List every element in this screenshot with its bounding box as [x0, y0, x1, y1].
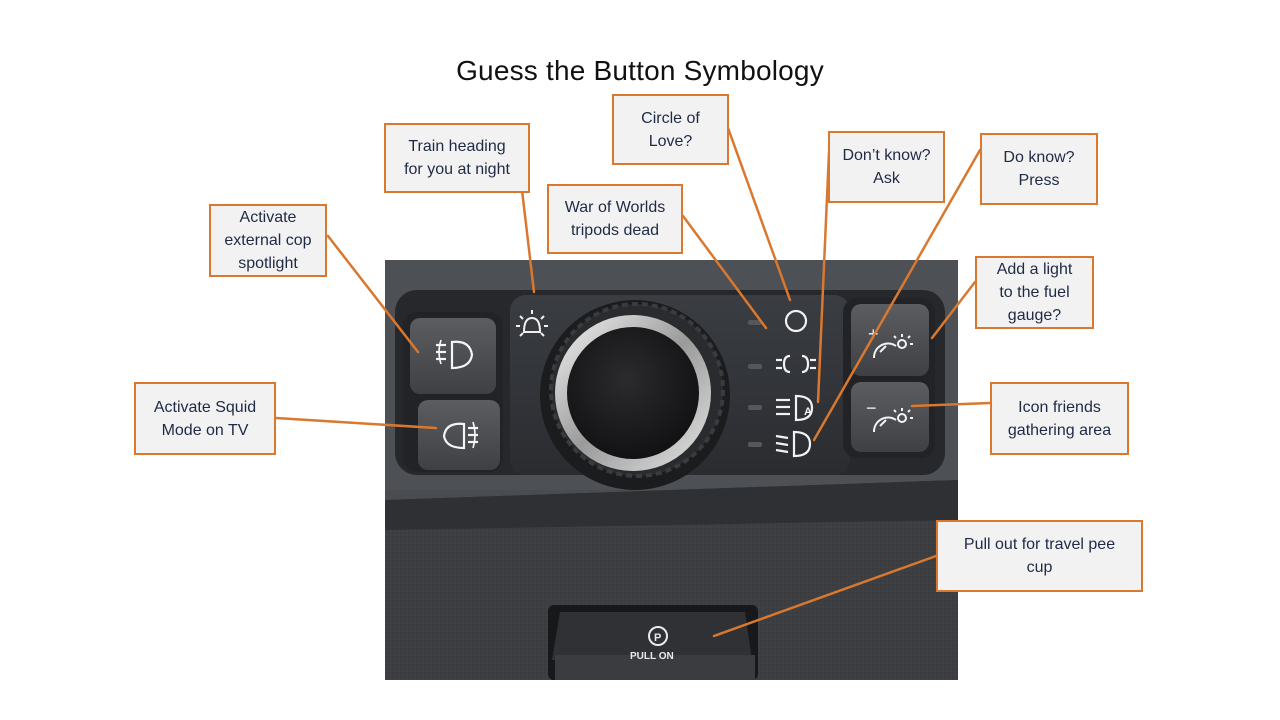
callout-text: Activate external cop spotlight: [224, 209, 312, 272]
callout-icon-friends: Icon friends gathering area: [990, 382, 1129, 455]
parking-brake-icon: [648, 626, 668, 646]
leader-circle-of-love: [726, 126, 792, 302]
leader-train: [520, 188, 536, 294]
interior-light-icon: [516, 310, 548, 337]
callout-do-know: Do know? Press: [980, 133, 1098, 205]
page-title: Guess the Button Symbology: [456, 55, 824, 86]
dimmer-up-icon: [872, 334, 913, 359]
rear-fog-button[interactable]: [418, 400, 500, 470]
callout-dont-know: Don’t know? Ask: [828, 131, 945, 203]
lower-console: [385, 480, 958, 680]
callout-text: Icon friends gathering area: [1007, 398, 1112, 439]
svg-text:A: A: [804, 406, 812, 418]
parking-brake-symbol: P: [654, 632, 661, 644]
callout-text: Do know? Press: [1003, 149, 1075, 189]
callout-pee-cup: Pull out for travel pee cup: [936, 520, 1143, 592]
leader-icon-friends: [910, 401, 992, 408]
leader-cop-spotlight: [326, 234, 420, 354]
dimmer-down-icon: [872, 408, 913, 433]
low-beam-icon: [775, 430, 812, 458]
callout-text: War of Worlds tripods dead: [564, 199, 666, 239]
leader-war-of-worlds: [681, 214, 768, 330]
parking-brake-switch[interactable]: P PULL ON: [548, 605, 758, 680]
dimmer-minus-sign: −: [866, 398, 877, 418]
callout-text: Circle of Love?: [641, 109, 700, 150]
callout-text: Train heading for you at night: [404, 138, 510, 178]
dimmer-up-button[interactable]: [851, 304, 929, 376]
parking-light-icon: [776, 354, 816, 374]
callout-cop-spotlight: Activate external cop spotlight: [209, 204, 327, 277]
rear-fog-icon: [442, 421, 478, 450]
callout-circle-of-love: Circle of Love?: [612, 94, 729, 165]
callout-text: Activate Squid Mode on TV: [153, 398, 257, 439]
left-button-group: [403, 312, 503, 472]
callout-text: Add a light to the fuel gauge?: [996, 261, 1073, 324]
callout-text: Pull out for travel pee cup: [963, 536, 1116, 576]
dimmer-button-group: + −: [843, 298, 935, 458]
auto-headlight-icon: A: [776, 394, 814, 422]
off-position-icon: [784, 309, 808, 333]
headlight-knob[interactable]: [540, 300, 730, 490]
parking-brake-label: PULL ON: [630, 651, 674, 662]
leader-dont-know: [816, 150, 831, 404]
leader-fuel-gauge: [930, 280, 977, 340]
callout-squid-mode: Activate Squid Mode on TV: [134, 382, 276, 455]
front-fog-icon: [436, 339, 474, 370]
leader-do-know: [812, 148, 982, 442]
leader-pee-cup: [712, 554, 938, 638]
leader-squid-mode: [274, 416, 438, 430]
callout-train: Train heading for you at night: [384, 123, 530, 193]
callout-fuel-gauge: Add a light to the fuel gauge?: [975, 256, 1094, 329]
position-icons: A: [775, 309, 816, 458]
callout-war-of-worlds: War of Worlds tripods dead: [547, 184, 683, 254]
callout-text: Don’t know? Ask: [842, 147, 931, 187]
position-indicators: [748, 320, 762, 447]
